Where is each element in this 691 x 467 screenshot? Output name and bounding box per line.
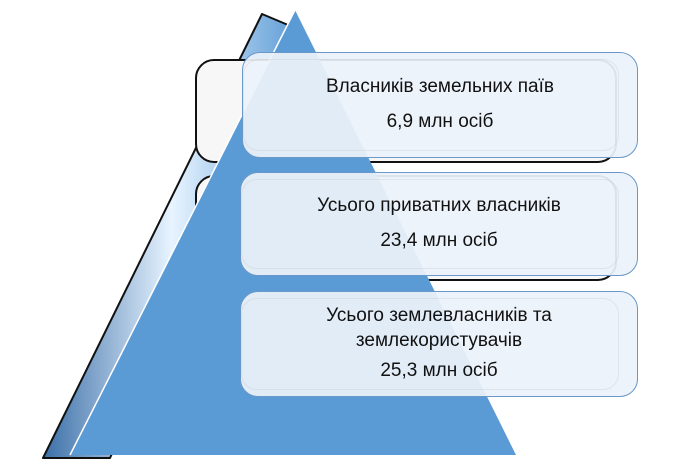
- level-3-value: 25,3 млн осіб: [380, 360, 498, 382]
- level-1-label: Власників земельних паїв: [326, 76, 554, 98]
- level-2-value: 23,4 млн осіб: [380, 230, 498, 251]
- box-inner-shadow: [241, 179, 619, 269]
- pyramid-level-3: Усього землевласників та землекористувач…: [240, 291, 638, 397]
- pyramid-level-1: Власників земельних паїв 6,9 млн осіб: [242, 52, 638, 158]
- level-3-label-line-1: Усього землевласників та: [326, 304, 552, 326]
- level-2-label: Усього приватних власників: [317, 195, 561, 217]
- level-3-label-line-2: землекористувачів: [355, 329, 523, 351]
- pyramid-level-2: Усього приватних власників 23,4 млн осіб: [240, 172, 638, 276]
- level-1-value: 6,9 млн осіб: [386, 111, 494, 132]
- box-inner-shadow: [243, 59, 619, 151]
